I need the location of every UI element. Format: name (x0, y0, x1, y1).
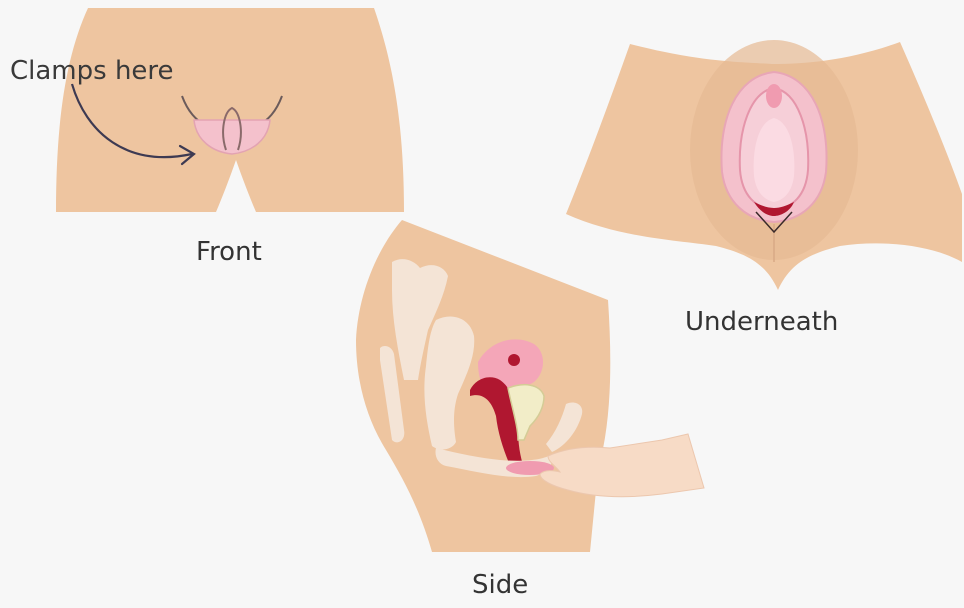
side-view (356, 220, 704, 552)
side-cervix (508, 354, 520, 366)
underneath-clitoral-hood (766, 84, 782, 108)
side-view-label: Side (472, 572, 528, 598)
front-view-label: Front (196, 239, 262, 265)
front-view (56, 8, 404, 212)
underneath-view-label: Underneath (685, 309, 838, 335)
underneath-view (566, 40, 962, 290)
clamps-here-label: Clamps here (10, 58, 174, 84)
